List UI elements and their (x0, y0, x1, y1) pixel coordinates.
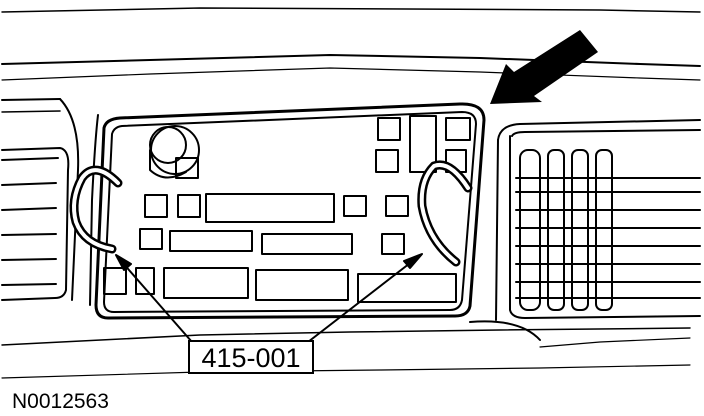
radio-knob (149, 125, 200, 179)
callout-leader-lines (115, 253, 423, 343)
pointer-arrow-icon (490, 30, 598, 104)
removal-tool-icon (417, 160, 473, 267)
callout-box: 415-001 (188, 340, 314, 374)
removal-tool-icon (69, 165, 123, 254)
right-air-vent (495, 119, 701, 321)
figure-id: N0012563 (12, 390, 109, 413)
left-air-vent (1, 147, 70, 301)
radio-buttons (103, 115, 471, 303)
callout-label: 415-001 (201, 343, 300, 373)
radio-bezel (94, 102, 486, 320)
dashboard-outline (1, 7, 701, 379)
